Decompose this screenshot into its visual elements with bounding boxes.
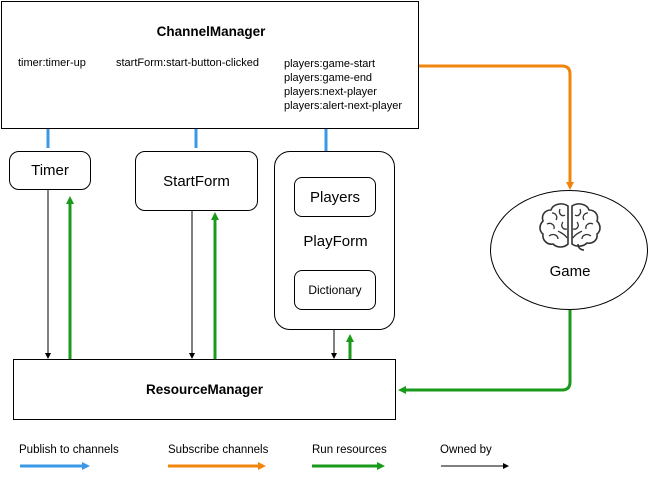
channel-label-players: players:game-start players:game-end play…	[284, 57, 402, 113]
playform-node: Players PlayForm Dictionary	[274, 151, 395, 330]
run-arrow-game	[398, 310, 572, 394]
resource-manager-box: ResourceManager	[13, 359, 396, 420]
playform-label: PlayForm	[303, 233, 368, 250]
channel-label-players-line: players:game-end	[284, 72, 373, 84]
legend-subscribe-label: Subscribe channels	[168, 444, 269, 456]
startform-node: StartForm	[135, 151, 258, 211]
game-label: Game	[549, 263, 591, 280]
channel-manager-box: ChannelManager timer:timer-up startForm:…	[1, 1, 419, 129]
timer-node: Timer	[9, 151, 91, 190]
legend-owned-label: Owned by	[440, 444, 492, 456]
players-node: Players	[294, 177, 376, 217]
subscribe-arrow-game	[418, 64, 574, 190]
startform-label: StartForm	[163, 172, 230, 190]
brain-icon	[539, 203, 601, 251]
dictionary-label: Dictionary	[308, 283, 362, 297]
channel-label-players-line: players:game-start	[284, 58, 376, 70]
dictionary-node: Dictionary	[294, 270, 376, 310]
channel-label-timer: timer:timer-up	[18, 57, 86, 69]
channel-label-players-line: players:alert-next-player	[284, 100, 402, 112]
channel-manager-title: ChannelManager	[156, 24, 266, 39]
channel-label-players-line: players:next-player	[284, 86, 377, 98]
resource-manager-title: ResourceManager	[145, 382, 264, 397]
channel-label-startform: startForm:start-button-clicked	[116, 57, 260, 69]
legend-run-label: Run resources	[312, 444, 387, 456]
legend-publish-label: Publish to channels	[19, 444, 119, 456]
players-label: Players	[309, 188, 361, 206]
game-node: Game	[490, 190, 648, 310]
timer-label: Timer	[31, 162, 69, 179]
